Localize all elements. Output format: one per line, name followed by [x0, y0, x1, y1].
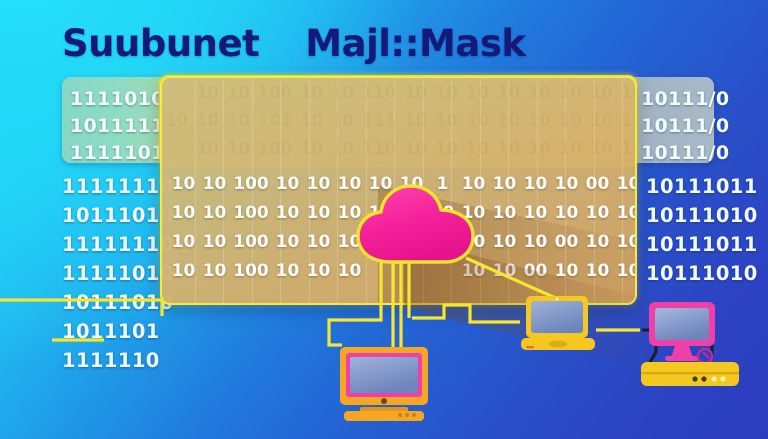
right-binary-line: 10111011	[646, 175, 758, 198]
panel-grid-line	[280, 78, 281, 303]
workstation-icon	[637, 300, 749, 396]
band-right-binary: 10111/0 10111/0 10111/0	[641, 86, 729, 167]
panel-grid-line	[593, 78, 595, 303]
panel-cell: 100	[233, 232, 269, 252]
left-binary-line: 1111110	[62, 349, 160, 372]
panel-cell: 10	[492, 232, 517, 252]
panel-cell: 10	[202, 174, 227, 194]
panel-grid-line	[622, 78, 623, 303]
panel-cell: 10	[492, 261, 517, 281]
panel-cell: 10	[523, 232, 548, 252]
right-binary-line: 10111010	[646, 204, 758, 227]
left-binary-line: 1011101	[62, 320, 160, 343]
panel-cell: 10	[461, 203, 486, 223]
panel-grid-line	[194, 78, 196, 303]
panel-cell: 100	[233, 203, 269, 223]
band-left-segment: 1111010 10111110 11111010	[62, 77, 178, 164]
band-left-line: 11111010	[70, 142, 179, 164]
left-binary-line: 11111010	[62, 262, 174, 285]
panel-cell: 10	[171, 203, 196, 223]
panel-cell: 00	[554, 232, 579, 252]
panel-cell: 00	[585, 174, 610, 194]
panel-cell: 10	[554, 174, 579, 194]
page-title: Suubunet Majl::Mask	[62, 22, 526, 65]
panel-cell: 10	[306, 232, 331, 252]
panel-cell: 10	[616, 261, 635, 281]
panel-cell: 100	[233, 174, 269, 194]
panel-cell: 10	[523, 174, 548, 194]
panel-cell: 10	[585, 203, 610, 223]
left-binary-line: 10111010	[62, 291, 174, 314]
title-part-one: Suubunet	[62, 22, 260, 65]
band-left-binary: 1111010 10111110 11111010	[70, 86, 178, 167]
panel-cell: 100	[233, 261, 269, 281]
right-binary-line: 10111010	[646, 262, 758, 285]
panel-cell: 10	[616, 174, 635, 194]
cloud-icon	[355, 184, 479, 268]
panel-grid-line	[536, 78, 538, 303]
panel-grid-line	[565, 78, 566, 303]
panel-grid-line	[451, 78, 452, 303]
panel-cell: 10	[202, 203, 227, 223]
right-binary-column: 10111011 10111010 10111011 10111010	[646, 172, 758, 288]
panel-cell: 10	[171, 174, 196, 194]
panel-grid-line	[308, 78, 310, 303]
panel-cell: 10	[171, 261, 196, 281]
panel-cell: 10	[306, 261, 331, 281]
panel-cell: 10	[554, 203, 579, 223]
panel-cell: 10	[492, 203, 517, 223]
panel-cell: 10	[585, 232, 610, 252]
panel-cell: 10	[337, 174, 362, 194]
panel-cell: 1	[436, 174, 449, 194]
panel-cell: 10	[492, 174, 517, 194]
panel-grid-line	[337, 78, 338, 303]
panel-cell: 10	[368, 174, 393, 194]
band-left-line: 10111110	[70, 115, 179, 137]
laptop-icon	[519, 294, 601, 360]
title-part-two: Majl::Mask	[305, 22, 526, 65]
panel-cell: 10	[461, 174, 486, 194]
panel-grid-line	[508, 78, 509, 303]
panel-grid-line	[251, 78, 253, 303]
panel-cell: 10	[616, 232, 635, 252]
panel-cell: 10	[171, 232, 196, 252]
band-right-line: 10111/0	[641, 88, 730, 110]
panel-cell: 10	[275, 174, 300, 194]
panel-cell: 10	[337, 232, 362, 252]
panel-cell: 10	[306, 174, 331, 194]
panel-cell: 10	[585, 261, 610, 281]
band-right-line: 10111/0	[641, 115, 730, 137]
panel-cell: 10	[202, 261, 227, 281]
panel-cell: 10	[275, 261, 300, 281]
panel-cell: 10	[616, 203, 635, 223]
band-right-line: 10111/0	[641, 142, 730, 164]
left-binary-column: 11111110 10111010 11111110 11111010 10111010…	[62, 172, 174, 375]
left-binary-line: 11111110	[62, 175, 174, 198]
panel-cell: 10	[554, 261, 579, 281]
left-binary-line: 10111010	[62, 204, 174, 227]
panel-cell: 10	[275, 203, 300, 223]
panel-cell: 00	[523, 261, 548, 281]
panel-cell: 10	[337, 203, 362, 223]
panel-cell: 10	[202, 232, 227, 252]
left-binary-line: 11111110	[62, 233, 174, 256]
panel-grid-line	[223, 78, 224, 303]
band-left-line: 1111010	[70, 88, 165, 110]
panel-grid-line	[479, 78, 481, 303]
panel-cell: 10	[306, 203, 331, 223]
panel-grid-line	[365, 78, 367, 303]
panel-cell: 10	[523, 203, 548, 223]
panel-cell: 10	[275, 232, 300, 252]
desktop-monitor-icon	[338, 345, 434, 427]
band-right-segment: 10111/0 10111/0 10111/0	[632, 77, 729, 164]
right-binary-line: 10111011	[646, 233, 758, 256]
